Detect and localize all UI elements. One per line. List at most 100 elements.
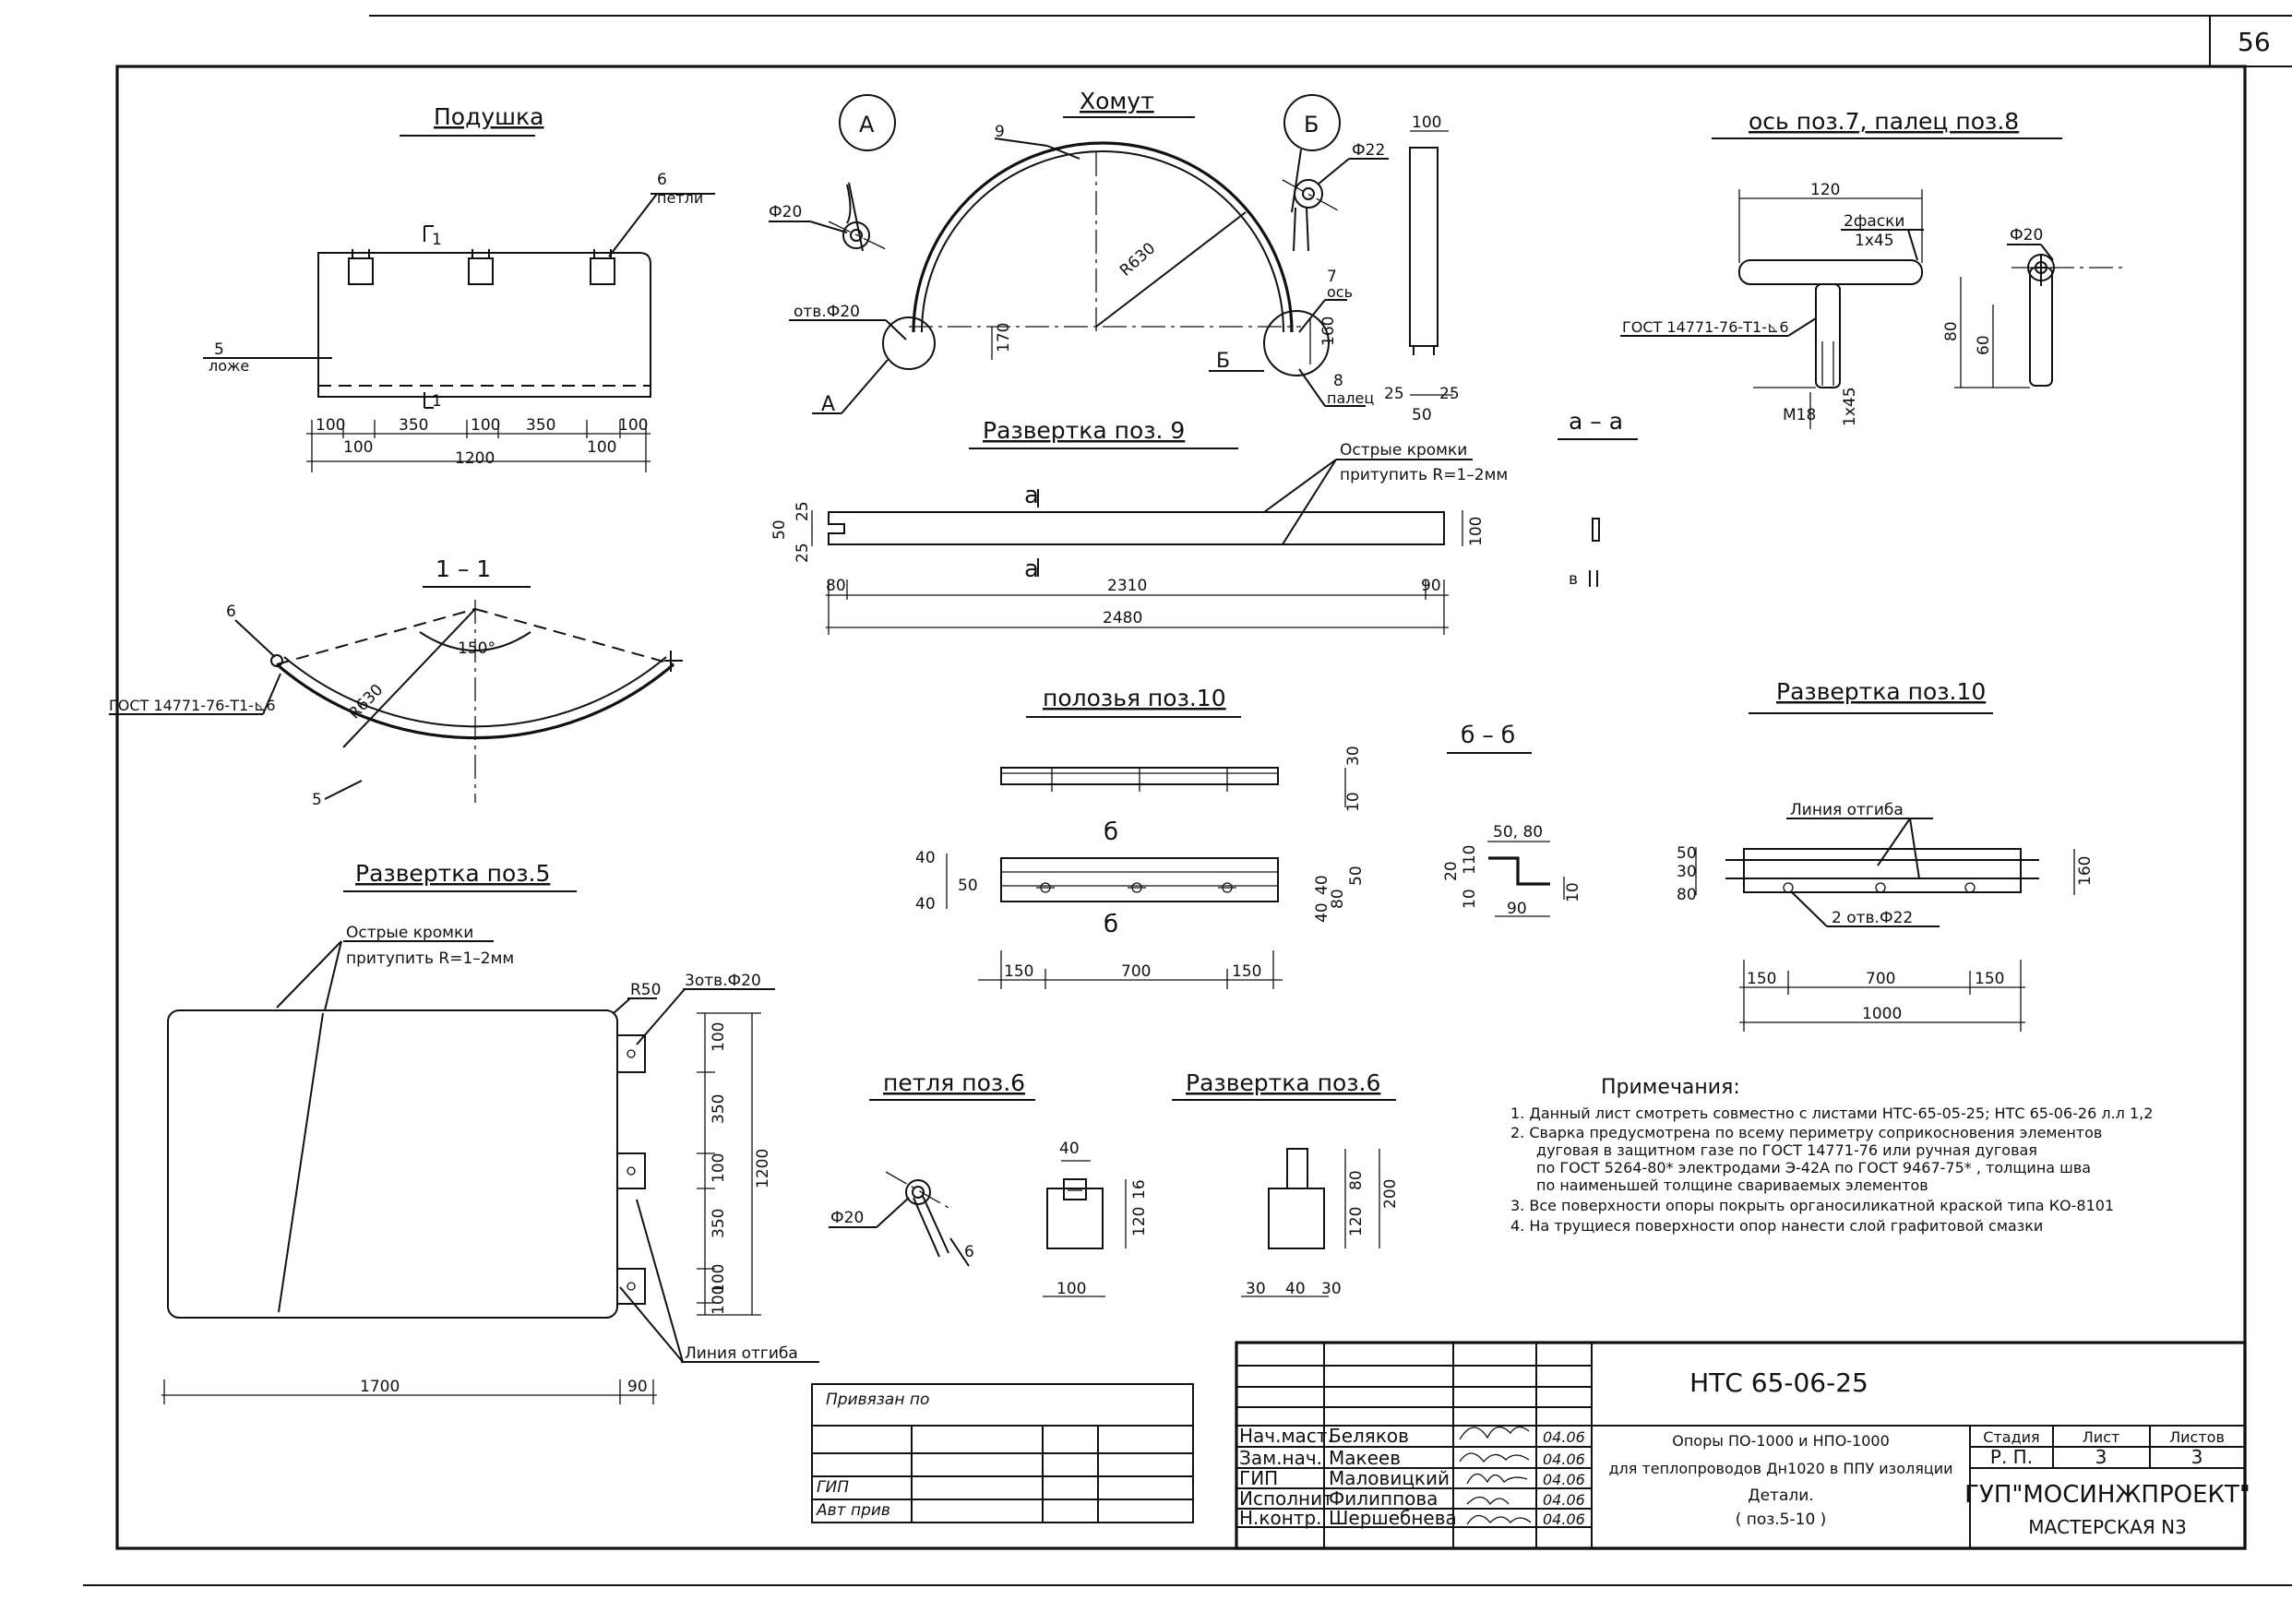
tb-sheets-header: Листов (2169, 1428, 2225, 1446)
view-section-1-1: 1 – 1 6 ГОСТ 14771-76-Т1-⊾6 R630 150° 5 (109, 555, 683, 809)
dimension-label: 30 (1344, 746, 1363, 766)
view-section-a-a: а – а в (1558, 408, 1638, 589)
dimension-label: 700 (1866, 970, 1895, 988)
razvertka-5-note-2: притупить R=1–2мм (346, 949, 514, 968)
view-khomut: Хомут А Б R630 9 Ф20 Ф22 отв.Ф20 170 А Б (769, 88, 1460, 424)
tb-name-5: Шершебнева (1329, 1507, 1457, 1529)
dimension-label: а (1024, 482, 1039, 509)
dimension-label: 50 (958, 877, 978, 895)
dimension-label: R630 (1116, 239, 1159, 280)
podushka-loops-num: 6 (657, 171, 667, 189)
tb-role-5: Н.контр. (1239, 1507, 1322, 1529)
dimension-label: 150 (1004, 962, 1033, 981)
dimension-label: 80 (1677, 886, 1697, 904)
note-line-1: 1. Данный лист смотреть совместно с лист… (1510, 1105, 2153, 1122)
razvertka-5-bend-label: Линия отгиба (685, 1344, 798, 1363)
dimension-label: 100 (710, 1153, 728, 1183)
dimension-label: ось (1327, 283, 1353, 301)
dimension-label: 50 (1347, 866, 1366, 886)
callout-a (839, 94, 896, 151)
podushka-title: Подушка (434, 103, 543, 130)
view-razvertka-9: Развертка поз. 9 Острые кромки притупить… (770, 417, 1508, 635)
dimension-label: 100 (471, 416, 500, 435)
dimension-label: 100 (710, 1022, 728, 1052)
tb-stage: Р. П. (1990, 1446, 2033, 1468)
petlya-title: петля поз.6 (883, 1069, 1025, 1096)
dimension-label: 160 (2076, 856, 2095, 886)
tb-date-2: 04.06 (1543, 1451, 1585, 1468)
note-line-7: 4. На трущиеся поверхности опор нанести … (1510, 1217, 2043, 1235)
view-polozya-10: полозья поз.10 30 10 б б 40 50 40 40 40 … (915, 685, 1366, 989)
razvertka-9-note-2: притупить R=1–2мм (1340, 466, 1508, 484)
dimension-label: 2фаски (1844, 212, 1904, 231)
section-1-1-title: 1 – 1 (436, 555, 491, 582)
dimension-label: 9 (995, 123, 1005, 141)
callout-b (1283, 94, 1341, 151)
tb-sheet-header: Лист (2083, 1428, 2120, 1446)
tb-name-3: Маловицкий (1329, 1467, 1450, 1489)
dimension-label: 1700 (360, 1378, 400, 1396)
dimension-label: 6 (964, 1243, 974, 1261)
dimension-label: 40 (1285, 1280, 1306, 1298)
dimension-label: б (1104, 911, 1118, 938)
view-petlya-6: петля поз.6 Ф20 6 40 16 120 100 (829, 1069, 1149, 1298)
sheet-corner-number: 56 (2238, 27, 2271, 57)
dimension-label: 80 (826, 577, 846, 595)
dimension-label: 40 (1313, 875, 1331, 895)
razvertka-5-title: Развертка поз.5 (355, 860, 550, 887)
dimension-label: А (859, 112, 875, 137)
khomut-hole: отв.Ф20 (794, 303, 860, 321)
stamp-privyazan: Привязан по ГИП Авт прив (811, 1383, 1194, 1523)
view-razvertka-10: Развертка поз.10 Линия отгиба 50 30 80 1… (1677, 678, 2095, 1032)
dimension-label: 30 (1677, 863, 1697, 881)
dimension-label: 10 (1564, 882, 1582, 902)
dimension-label: 350 (526, 416, 555, 435)
dimension-label: 10 (1461, 889, 1479, 909)
dimension-label: 100 (710, 1264, 728, 1294)
dimension-label: 1 (432, 231, 442, 249)
polozya-title: полозья поз.10 (1043, 685, 1226, 711)
dimension-label: 1х45 (1855, 232, 1894, 250)
tb-workshop: МАСТЕРСКАЯ N3 (2028, 1516, 2187, 1538)
dimension-label: 2480 (1103, 609, 1142, 627)
tb-role-4: Исполнит (1239, 1487, 1333, 1510)
notes: Примечания: 1. Данный лист смотреть совм… (1510, 1076, 2153, 1235)
dimension-label: 120 (1810, 181, 1840, 199)
dimension-label: Ф22 (1352, 141, 1385, 160)
section-b-b-title: б – б (1461, 722, 1515, 748)
dimension-label: 700 (1121, 962, 1151, 981)
dimension-label: Ф20 (2010, 226, 2043, 245)
sheet-frame: 56 (83, 15, 2292, 1586)
dimension-label: 150° (458, 639, 495, 658)
dimension-label: Б (1304, 112, 1319, 137)
dimension-label: 7 (1327, 268, 1337, 286)
tb-desc-1: Опоры ПО-1000 и НПО-1000 (1672, 1432, 1890, 1450)
dimension-label: 50 (1412, 406, 1432, 424)
dimension-label: 40 (915, 895, 936, 914)
dimension-label: 16 (1130, 1179, 1149, 1200)
dimension-label: 350 (710, 1209, 728, 1238)
section-a-a-title: а – а (1569, 408, 1623, 435)
dimension-label: 350 (710, 1094, 728, 1124)
tb-role-1: Нач.маст. (1239, 1425, 1333, 1447)
os-palec-title: ось поз.7, палец поз.8 (1749, 108, 2019, 135)
tb-sheets: 3 (2191, 1446, 2203, 1468)
note-line-2: 2. Сварка предусмотрена по всему перимет… (1510, 1124, 2102, 1141)
dimension-label: 6 (226, 603, 236, 621)
razvertka-10-holes: 2 отв.Ф22 (1832, 909, 1913, 927)
podushka-bed-label: ложе (209, 357, 249, 375)
tb-desc-4: ( поз.5-10 ) (1736, 1511, 1827, 1529)
tb-date-4: 04.06 (1543, 1491, 1585, 1509)
dimension-label: 1200 (754, 1149, 772, 1188)
tb-name-2: Макеев (1329, 1447, 1401, 1469)
tb-date-5: 04.06 (1543, 1511, 1585, 1528)
dimension-label: 150 (1975, 970, 2004, 988)
dimension-label: 1200 (455, 449, 495, 468)
title-block: Нач.маст. Зам.нач. ГИП Исполнит Н.контр.… (1235, 1341, 2250, 1550)
tb-date-1: 04.06 (1543, 1428, 1585, 1446)
dimension-label: 1 (432, 392, 442, 411)
dimension-label: 160 (1319, 316, 1338, 346)
dimension-label: Ф20 (830, 1209, 864, 1227)
stamp-gip-label: ГИП (817, 1478, 849, 1497)
